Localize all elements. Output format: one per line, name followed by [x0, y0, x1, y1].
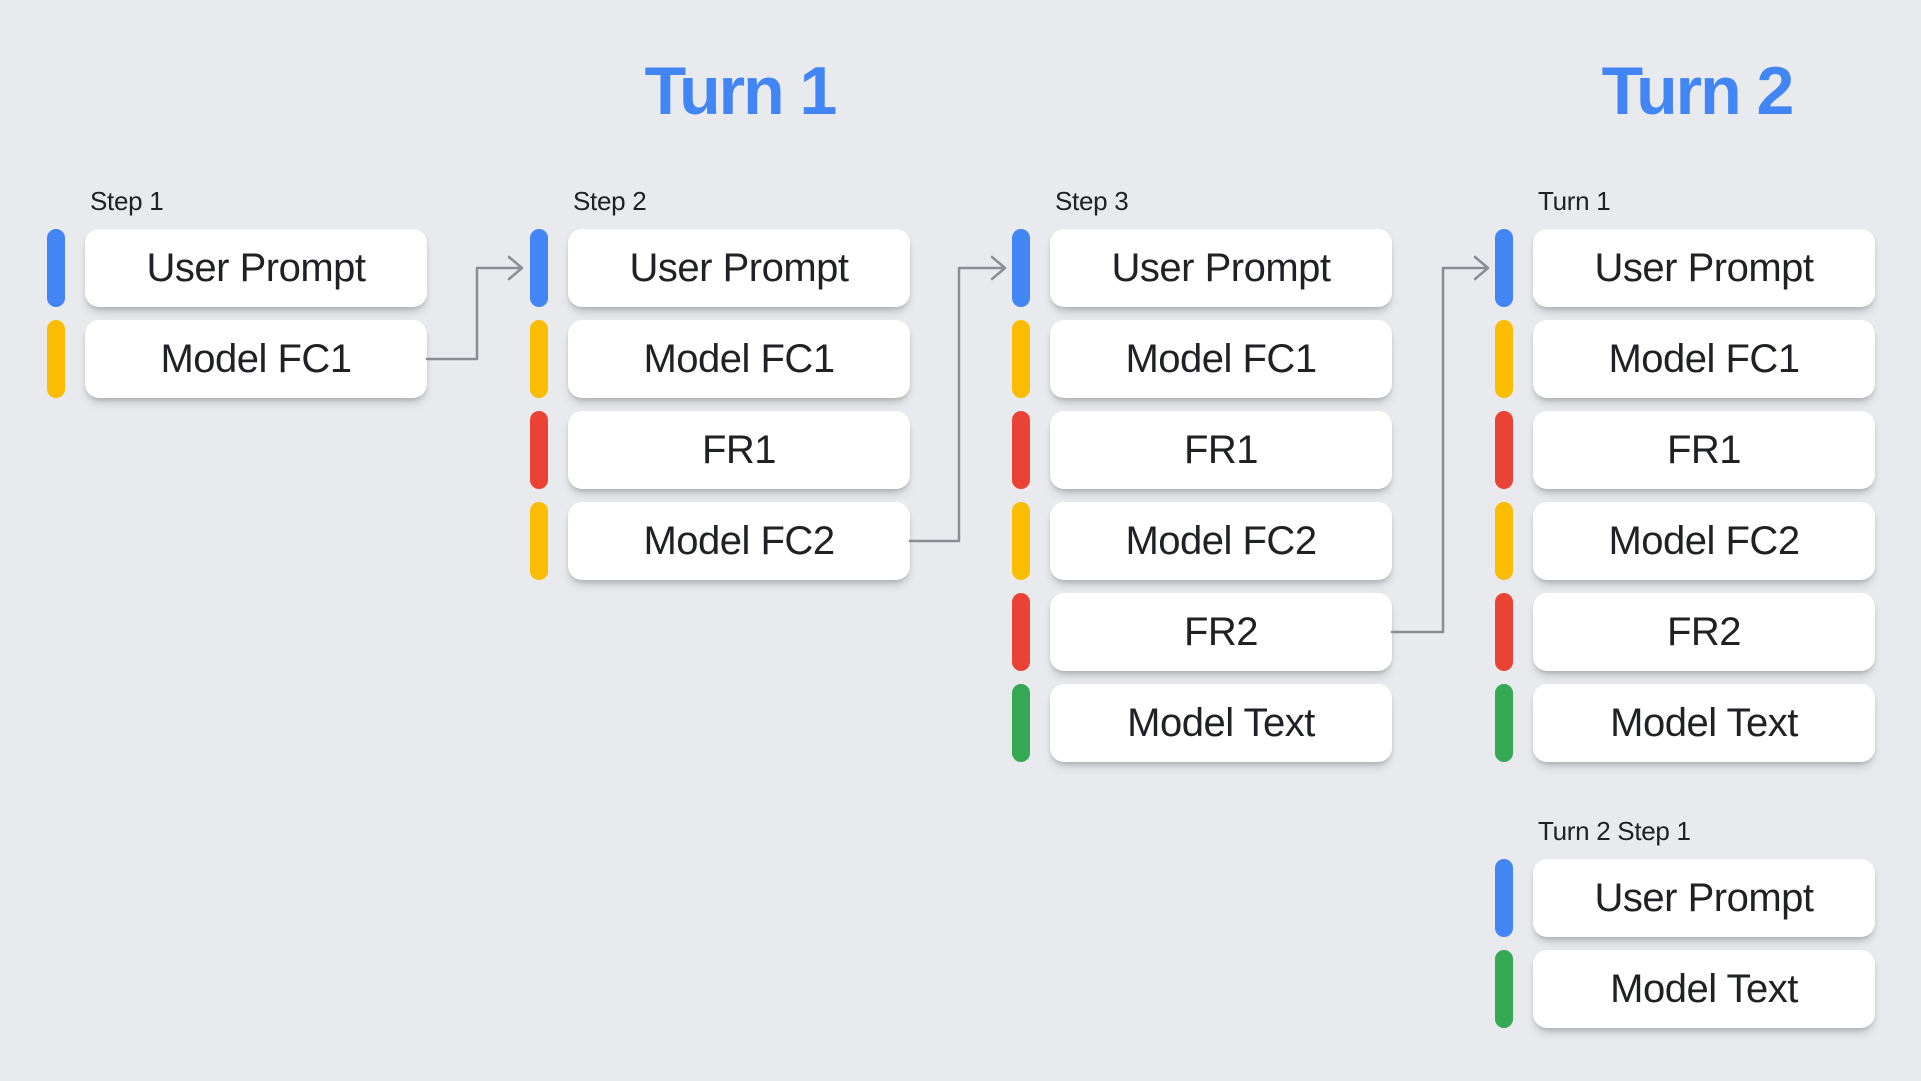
model-fc-color-bar [530, 320, 548, 398]
user-prompt-box: User Prompt [1533, 859, 1875, 937]
user-prompt-row: User Prompt [1495, 859, 1875, 937]
model-fc2-row: Model FC2 [530, 502, 910, 580]
fr1-box: FR1 [1050, 411, 1392, 489]
model-text-box: Model Text [1050, 684, 1392, 762]
model-fc-color-bar [530, 502, 548, 580]
arrowhead-icon [507, 255, 524, 281]
model-fc-color-bar [1012, 320, 1030, 398]
function-response-color-bar [530, 411, 548, 489]
fr1-row: FR1 [1012, 411, 1392, 489]
step-1-column: Step 1 User Prompt Model FC1 [47, 188, 427, 411]
user-color-bar [530, 229, 548, 307]
user-prompt-row: User Prompt [1012, 229, 1392, 307]
arrowhead-icon [990, 255, 1007, 281]
step-2-label: Step 2 [573, 186, 647, 216]
fr2-box: FR2 [1050, 593, 1392, 671]
model-fc-color-bar [1495, 320, 1513, 398]
arrowhead-icon [1473, 255, 1490, 281]
user-prompt-box: User Prompt [1050, 229, 1392, 307]
user-color-bar [47, 229, 65, 307]
function-response-color-bar [1495, 411, 1513, 489]
model-fc2-row: Model FC2 [1495, 502, 1875, 580]
model-fc1-row: Model FC1 [1012, 320, 1392, 398]
turn-2-step-1-column: Turn 2 Step 1 User Prompt Model Text [1495, 818, 1875, 1041]
model-text-box: Model Text [1533, 950, 1875, 1028]
fr1-row: FR1 [530, 411, 910, 489]
turn-1-context-column: Turn 1 User Prompt Model FC1 FR1 Model F… [1495, 188, 1875, 775]
model-fc2-box: Model FC2 [1533, 502, 1875, 580]
arrow-step1-to-step2 [425, 255, 524, 361]
step-3-column: Step 3 User Prompt Model FC1 FR1 Model F… [1012, 188, 1392, 775]
model-fc1-box: Model FC1 [1533, 320, 1875, 398]
user-prompt-row: User Prompt [1495, 229, 1875, 307]
user-prompt-box: User Prompt [568, 229, 910, 307]
fr1-row: FR1 [1495, 411, 1875, 489]
model-text-color-bar [1012, 684, 1030, 762]
turn-2-heading: Turn 2 [1601, 53, 1795, 129]
turn-2-step-1-label: Turn 2 Step 1 [1538, 816, 1691, 846]
user-prompt-row: User Prompt [530, 229, 910, 307]
user-color-bar [1495, 229, 1513, 307]
model-fc1-row: Model FC1 [1495, 320, 1875, 398]
arrow-step2-to-step3 [908, 255, 1007, 543]
model-text-color-bar [1495, 684, 1513, 762]
turn-1-context-label: Turn 1 [1538, 186, 1611, 216]
model-text-box: Model Text [1533, 684, 1875, 762]
fr2-row: FR2 [1495, 593, 1875, 671]
user-color-bar [1012, 229, 1030, 307]
user-color-bar [1495, 859, 1513, 937]
model-fc2-box: Model FC2 [1050, 502, 1392, 580]
model-fc1-row: Model FC1 [47, 320, 427, 398]
model-text-color-bar [1495, 950, 1513, 1028]
model-fc2-box: Model FC2 [568, 502, 910, 580]
model-fc-color-bar [1012, 502, 1030, 580]
model-fc1-box: Model FC1 [568, 320, 910, 398]
step-3-label: Step 3 [1055, 186, 1129, 216]
model-fc1-row: Model FC1 [530, 320, 910, 398]
fr2-row: FR2 [1012, 593, 1392, 671]
arrow-step3-to-turn1 [1390, 255, 1490, 634]
model-fc1-box: Model FC1 [85, 320, 427, 398]
function-response-color-bar [1495, 593, 1513, 671]
fr1-box: FR1 [568, 411, 910, 489]
model-fc2-row: Model FC2 [1012, 502, 1392, 580]
turn-1-heading: Turn 1 [644, 53, 838, 129]
fr1-box: FR1 [1533, 411, 1875, 489]
user-prompt-box: User Prompt [1533, 229, 1875, 307]
step-1-label: Step 1 [90, 186, 164, 216]
model-fc-color-bar [47, 320, 65, 398]
fr2-box: FR2 [1533, 593, 1875, 671]
model-text-row: Model Text [1495, 684, 1875, 762]
user-prompt-row: User Prompt [47, 229, 427, 307]
model-fc-color-bar [1495, 502, 1513, 580]
user-prompt-box: User Prompt [85, 229, 427, 307]
model-text-row: Model Text [1495, 950, 1875, 1028]
model-text-row: Model Text [1012, 684, 1392, 762]
step-2-column: Step 2 User Prompt Model FC1 FR1 Model F… [530, 188, 910, 593]
function-response-color-bar [1012, 593, 1030, 671]
model-fc1-box: Model FC1 [1050, 320, 1392, 398]
function-response-color-bar [1012, 411, 1030, 489]
